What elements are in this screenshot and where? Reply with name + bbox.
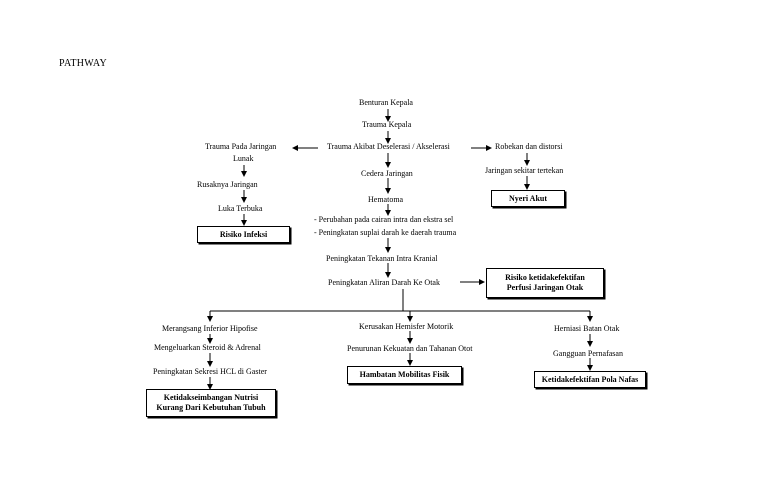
- node-herniasi-batan-otak: Herniasi Batan Otak: [554, 324, 620, 333]
- diagnosis-ketidakseimbangan-nutrisi: Ketidakseimbangan Nutrisi Kurang Dari Ke…: [146, 389, 276, 417]
- node-hematoma: Hematoma: [368, 195, 404, 204]
- node-tekanan-intra-kranial: Peningkatan Tekanan Intra Kranial: [326, 254, 438, 263]
- node-luka-terbuka: Luka Terbuka: [218, 204, 263, 213]
- node-sekresi-hcl: Peningkatan Sekresi HCL di Gaster: [153, 367, 267, 376]
- node-cedera-jaringan: Cedera Jaringan: [361, 169, 413, 178]
- diagnosis-hambatan-mobilitas: Hambatan Mobilitas Fisik: [347, 366, 462, 384]
- node-gangguan-pernafasan: Gangguan Pernafasan: [553, 349, 623, 358]
- perfusi-line-2: Perfusi Jaringan Otak: [506, 283, 584, 292]
- node-trauma-jaringan: Trauma Pada Jaringan: [205, 142, 277, 151]
- node-trauma-akibat: Trauma Akibat Deselerasi / Akselerasi: [327, 142, 450, 151]
- node-peningkatan-suplai: - Peningkatan suplai darah ke daerah tra…: [314, 228, 457, 237]
- diagnosis-nyeri-akut: Nyeri Akut: [491, 190, 565, 207]
- perfusi-line-1: Risiko ketidakefektifan: [505, 273, 585, 282]
- node-steroid-adrenal: Mengeluarkan Steroid & Adrenal: [154, 343, 261, 352]
- node-robekan-distorsi: Robekan dan distorsi: [495, 142, 563, 151]
- diagnosis-risiko-infeksi: Risiko Infeksi: [197, 226, 290, 243]
- diagnosis-pola-nafas: Ketidakefektifan Pola Nafas: [534, 371, 646, 388]
- node-jaringan-tertekan: Jaringan sekitar tertekan: [485, 166, 564, 175]
- node-aliran-darah: Peningkatan Aliran Darah Ke Otak: [328, 278, 440, 287]
- node-benturan-kepala: Benturan Kepala: [359, 98, 413, 107]
- page-title: PATHWAY: [59, 58, 108, 69]
- node-perubahan-cairan: - Perubahan pada cairan intra dan ekstra…: [314, 215, 454, 224]
- node-kerusakan-hemisfer: Kerusakan Hemisfer Motorik: [359, 322, 454, 331]
- diagnosis-perfusi-jaringan-otak: Risiko ketidakefektifan Perfusi Jaringan…: [486, 268, 604, 298]
- node-merangsang-hipofise: Merangsang Inferior Hipofise: [162, 324, 258, 333]
- node-trauma-kepala: Trauma Kepala: [362, 120, 412, 129]
- node-rusaknya-jaringan: Rusaknya Jaringan: [197, 180, 258, 189]
- node-lunak: Lunak: [233, 154, 254, 163]
- node-penurunan-kekuatan: Penurunan Kekuatan dan Tahanan Otot: [347, 344, 473, 353]
